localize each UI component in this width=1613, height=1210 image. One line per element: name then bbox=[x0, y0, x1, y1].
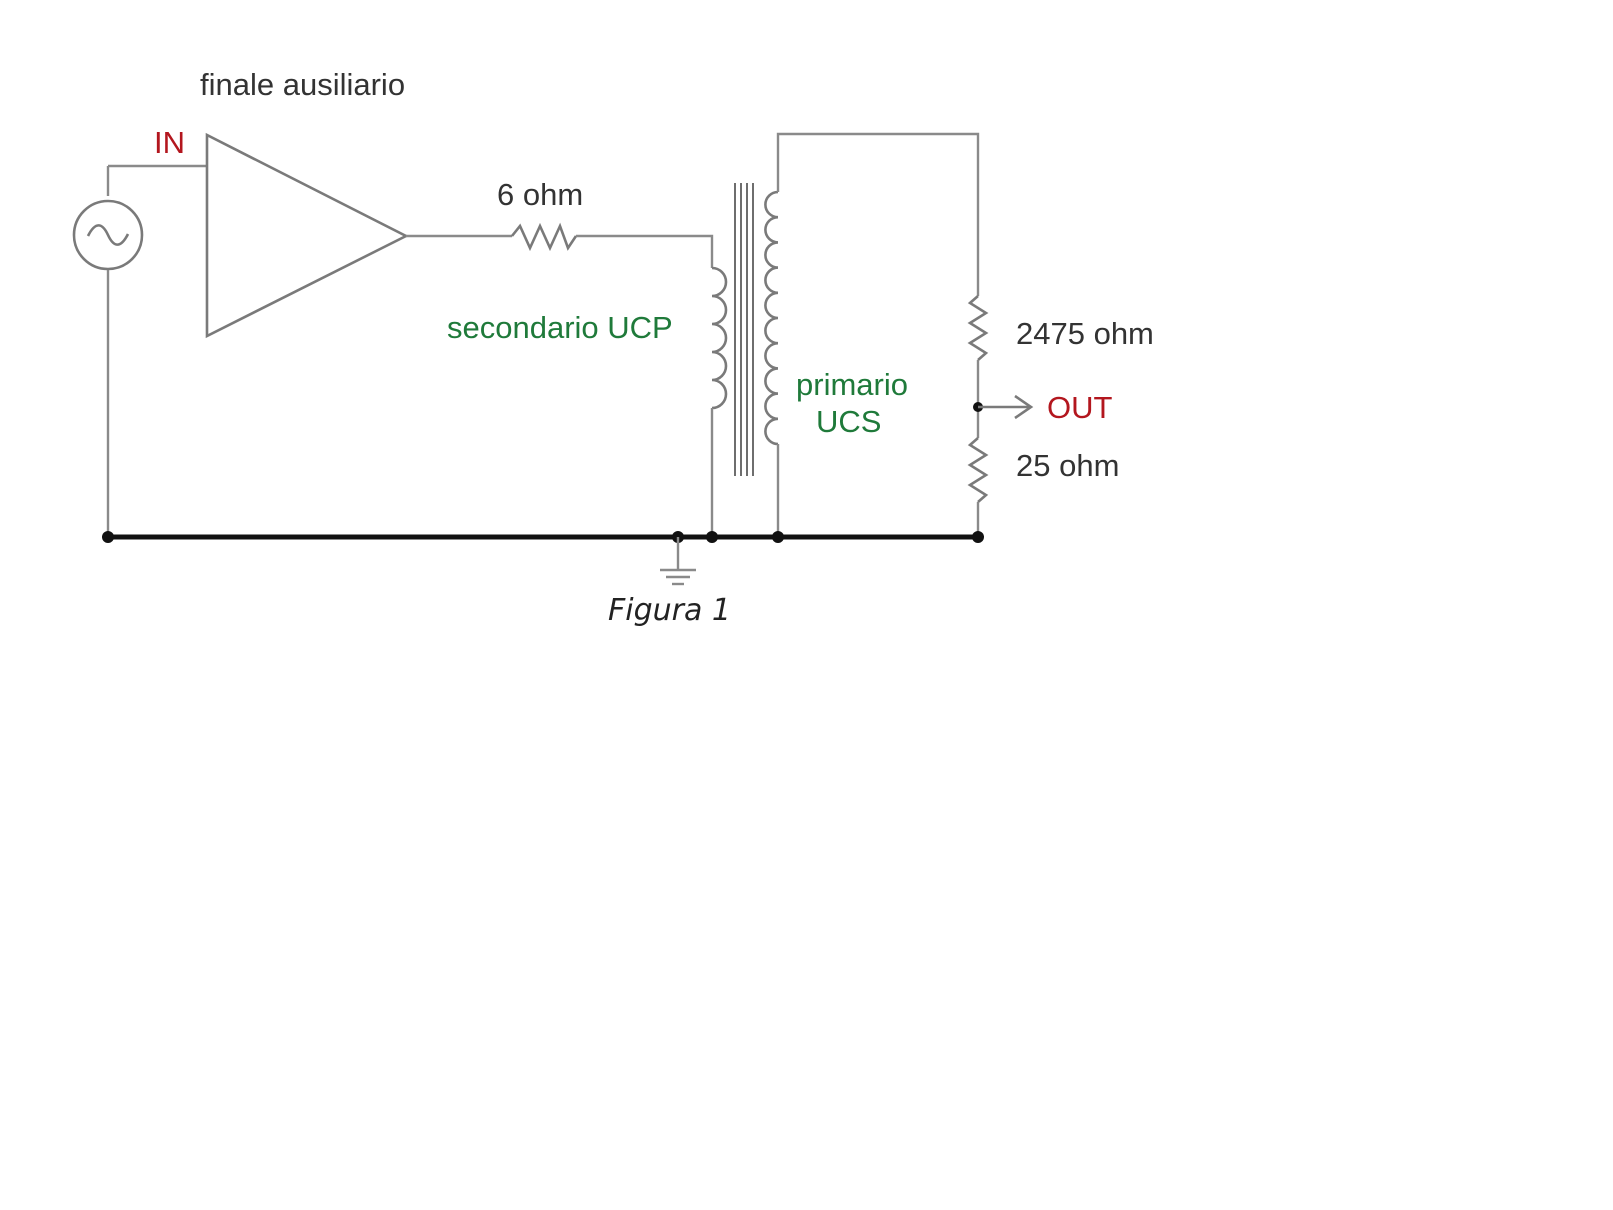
primary-winding-label-line2: UCS bbox=[816, 404, 881, 439]
secondary-winding-label: secondario UCP bbox=[447, 310, 673, 345]
output-arrow bbox=[978, 394, 1034, 420]
primary-winding bbox=[764, 190, 779, 446]
resistor-2475-ohm bbox=[967, 295, 989, 361]
resistor-6-ohm bbox=[510, 222, 578, 252]
transformer-core bbox=[734, 183, 754, 476]
amplifier-triangle bbox=[205, 132, 409, 339]
resistor-25-ohm bbox=[967, 437, 989, 503]
junction-dots bbox=[102, 531, 984, 543]
primary-winding-label-line1: primario bbox=[796, 367, 908, 402]
secondary-winding bbox=[711, 266, 728, 410]
ac-source bbox=[72, 166, 144, 537]
resistor-6-ohm-label: 6 ohm bbox=[497, 177, 583, 212]
input-label: IN bbox=[154, 125, 185, 160]
resistor-2475-ohm-label: 2475 ohm bbox=[1016, 316, 1154, 351]
amplifier-label: finale ausiliario bbox=[200, 67, 405, 102]
ground-icon bbox=[660, 537, 696, 586]
output-label: OUT bbox=[1047, 390, 1113, 425]
resistor-to-secondary-wire bbox=[576, 234, 714, 268]
resistor-25-ohm-label: 25 ohm bbox=[1016, 448, 1119, 483]
figure-caption: Figura 1 bbox=[608, 593, 731, 628]
